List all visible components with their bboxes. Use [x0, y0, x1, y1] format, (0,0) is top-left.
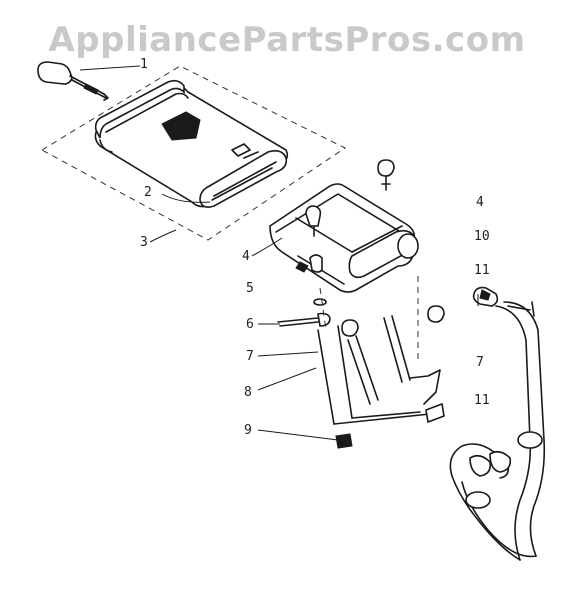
- part-10-clamp: [472, 286, 535, 317]
- part-4-housing: [269, 183, 419, 293]
- callout-4-screw: 4: [476, 195, 484, 210]
- part-7-bracket: [317, 276, 445, 425]
- callout-10: 10: [474, 229, 490, 244]
- callout-11-hose: 11: [474, 393, 490, 408]
- callout-2: 2: [144, 185, 152, 200]
- part-6-rod: [277, 298, 331, 327]
- part-4-screw-top: [377, 159, 395, 191]
- leader-lines: [79, 65, 479, 441]
- callout-11-clamp: 11: [474, 263, 490, 278]
- part-1-probe: [37, 61, 109, 101]
- part-7-hose: [449, 301, 546, 561]
- callout-3: 3: [140, 235, 148, 250]
- callout-1: 1: [140, 57, 148, 72]
- part-9-fastener: [335, 433, 353, 449]
- callout-5: 5: [246, 281, 254, 296]
- part-2-heater: [94, 79, 289, 208]
- callout-9: 9: [244, 423, 252, 438]
- callout-7-bracket: 7: [246, 349, 254, 364]
- assembly-outline: [40, 65, 346, 241]
- callout-7-hose: 7: [476, 355, 484, 370]
- callout-8: 8: [244, 385, 252, 400]
- callout-6: 6: [246, 317, 254, 332]
- callout-4-housing: 4: [242, 249, 250, 264]
